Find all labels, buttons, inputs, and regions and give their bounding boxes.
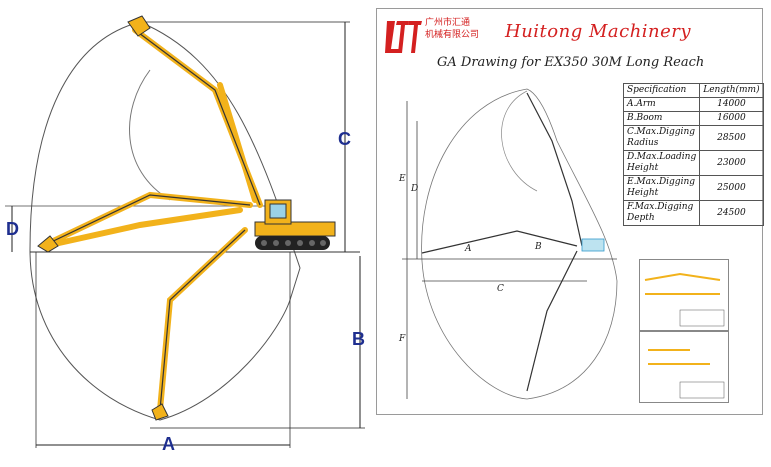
excavator-arms	[42, 27, 263, 413]
drawing-label-e: E	[398, 174, 406, 184]
drawing-label-a: A	[464, 244, 472, 254]
excavator-body	[254, 199, 336, 250]
spec-row: F.Max.Digging Depth 24500	[622, 200, 764, 226]
label-a: A	[162, 434, 175, 454]
company-name-cn: 广州市汇通 机械有限公司	[425, 18, 480, 40]
inner-envelope	[129, 69, 171, 201]
thumbnail-drawing-2	[639, 331, 729, 403]
spec-table: Specification Length(mm) A.Arm 14000 B.B…	[622, 83, 764, 226]
digging-envelope	[29, 21, 301, 421]
bucket-top	[127, 15, 151, 37]
spec-row: A.Arm 14000	[622, 97, 764, 112]
spec-row: B.Boom 16000	[622, 111, 764, 126]
spec-header-row: Specification Length(mm)	[622, 83, 764, 98]
drawing-label-c: C	[497, 284, 504, 294]
bucket-bottom	[151, 403, 169, 421]
drawing-label-d: D	[410, 184, 418, 194]
drawing-title: GA Drawing for EX350 30M Long Reach	[437, 55, 705, 70]
ga-drawing-sheet: 广州市汇通 机械有限公司 Huitong Machinery GA Drawin…	[376, 8, 764, 415]
label-b: B	[352, 329, 365, 349]
line-drawing: E D A B C F	[398, 88, 618, 400]
arm-outlines	[44, 29, 261, 411]
working-range-diagram: C B D A	[0, 0, 375, 463]
brand-name: Huitong Machinery	[505, 21, 692, 42]
working-range-svg: C B D A	[5, 15, 365, 454]
drawing-label-f: F	[398, 334, 406, 344]
drawing-envelope	[421, 88, 618, 400]
spec-row: E.Max.Digging Height 25000	[622, 175, 764, 201]
drawing-label-b: B	[534, 242, 542, 252]
spec-row: D.Max.Loading Height 23000	[622, 150, 764, 176]
thumbnail-drawing-1	[639, 259, 729, 331]
label-c: C	[338, 129, 351, 149]
company-logo	[385, 21, 422, 53]
label-d: D	[6, 219, 19, 239]
drawing-arms	[421, 92, 583, 392]
bucket-left	[37, 235, 59, 253]
spec-row: C.Max.Digging Radius 28500	[622, 125, 764, 151]
